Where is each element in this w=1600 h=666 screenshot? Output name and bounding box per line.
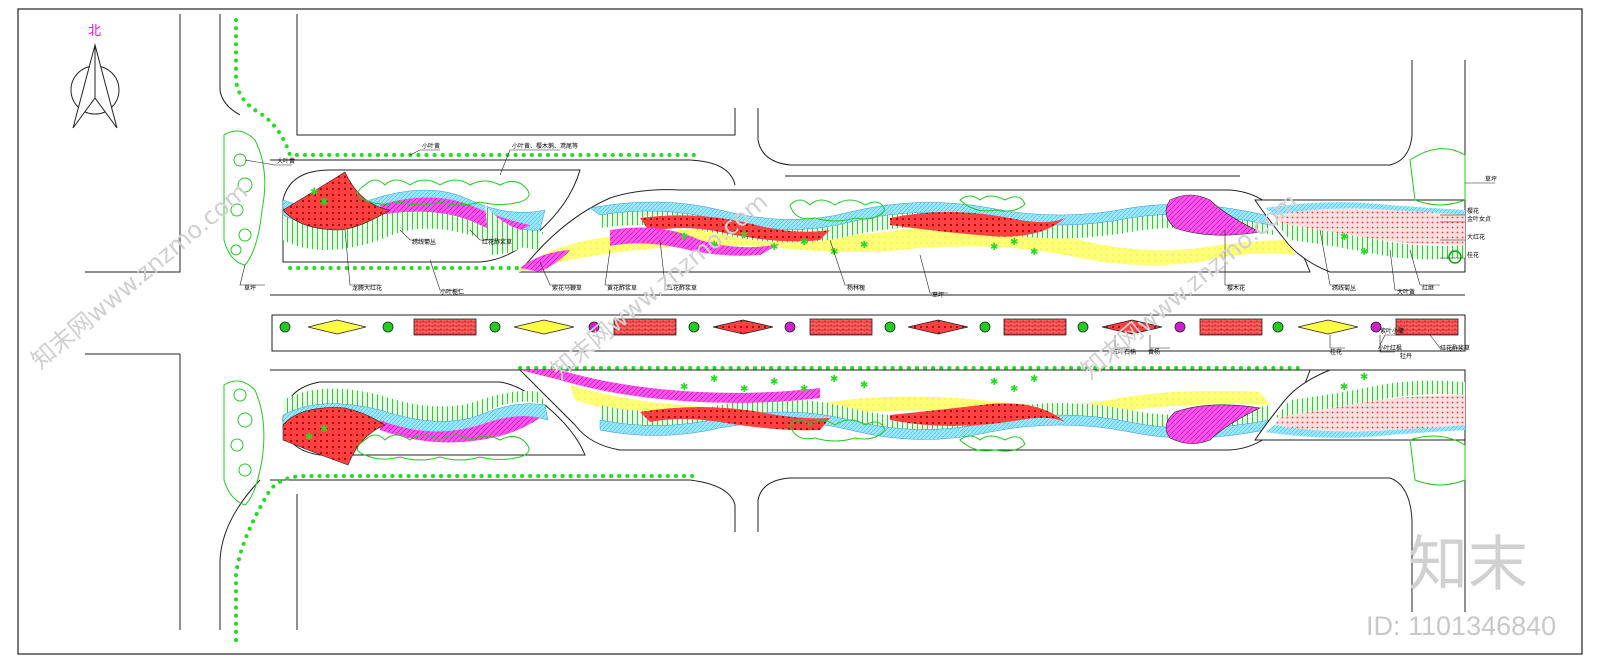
svg-text:✱: ✱: [1010, 384, 1018, 395]
watermark-brand: 知末: [1408, 530, 1528, 600]
svg-text:✱: ✱: [990, 242, 998, 253]
svg-text:✱: ✱: [1360, 372, 1368, 383]
drawing-frame: [17, 8, 1583, 655]
svg-text:✱: ✱: [1340, 232, 1348, 243]
label-xiaohuang: 小叶红枫: [1378, 344, 1402, 352]
label-lawn-center: 草坪: [932, 291, 944, 299]
svg-text:✱: ✱: [800, 237, 808, 248]
svg-text:✱: ✱: [1340, 382, 1348, 393]
road-lines: [85, 14, 1466, 630]
north-arrow-icon: 北: [70, 24, 120, 129]
label-red-daisy: 红花酢浆草: [482, 238, 512, 246]
label-longfeng: 龙腾大红花: [352, 284, 382, 292]
label-purple-grass: 紫花马鞭草: [552, 284, 582, 292]
label-yinghua: 樱花: [1467, 207, 1479, 215]
label-guangjia: 杨林槐: [847, 284, 865, 292]
label-xiaoye-low: 小叶栀仁: [440, 288, 464, 296]
plant-labels: 大叶黄 小叶黄 小叶黄、樱木鹅、鸢尾等 绣线菊丛 红花酢浆草 草坪 龙腾大红花 …: [244, 142, 1497, 360]
watermark-id: ID: 1101346840: [1366, 611, 1556, 641]
svg-text:✱: ✱: [1030, 374, 1038, 385]
svg-text:✱: ✱: [860, 240, 868, 251]
svg-text:✱: ✱: [680, 382, 688, 393]
planting-bed-lower-center: [518, 369, 1311, 451]
svg-text:✱: ✱: [710, 240, 718, 251]
svg-text:✱: ✱: [990, 377, 998, 388]
svg-text:✱: ✱: [770, 377, 778, 388]
planting-bed-upper-left: [282, 169, 581, 263]
label-dahongkui: 大红花: [1467, 233, 1485, 241]
svg-text:✱: ✱: [320, 424, 328, 435]
label-lawn-right: 草坪: [1485, 175, 1497, 183]
label-lawn-left: 草坪: [244, 284, 256, 292]
label-dayehuang-2: 大叶黄: [1397, 288, 1415, 296]
svg-text:✱: ✱: [740, 384, 748, 395]
label-xiuxian: 绣线菊丛: [412, 238, 436, 246]
label-huangyang: 黄杨: [1148, 348, 1160, 356]
svg-text:✱: ✱: [320, 197, 328, 208]
label-yingpu: 樱木花: [1227, 284, 1245, 292]
label-guihua2: 桂花: [1330, 348, 1342, 356]
watermark-site-1: 知末网www.znzmo.com: [26, 178, 253, 375]
svg-text:✱: ✱: [740, 230, 748, 241]
tree-cluster-icon: [223, 130, 1466, 506]
label-yellow-daisy: 黄花酢浆草: [607, 284, 637, 292]
shrub-cloud-group: [357, 179, 1026, 461]
north-label: 北: [88, 24, 101, 39]
svg-text:✱: ✱: [310, 187, 318, 198]
label-leaders: [239, 149, 1495, 353]
svg-text:✱: ✱: [1030, 247, 1038, 258]
planting-bed-lower-left: [282, 381, 586, 466]
label-xiaoye-combo: 小叶黄、樱木鹅、鸢尾等: [512, 142, 578, 150]
svg-text:✱: ✱: [860, 380, 868, 391]
label-red-daisy-2: 红花酢浆草: [667, 284, 697, 292]
svg-text:✱: ✱: [305, 432, 313, 443]
svg-text:✱: ✱: [680, 232, 688, 243]
label-hongjiguo: 红叶石楠: [1112, 348, 1136, 356]
svg-text:✱: ✱: [800, 384, 808, 395]
label-mudan: 牡丹: [1400, 352, 1412, 360]
svg-text:✱: ✱: [830, 374, 838, 385]
svg-text:✱: ✱: [770, 242, 778, 253]
label-zise: 紫叶小檗: [1380, 327, 1404, 335]
label-daye-huang: 大叶黄: [277, 157, 295, 165]
label-hongye: 红花酢浆草: [1440, 344, 1470, 352]
planting-bed-lower-right: [1254, 369, 1466, 441]
shrub-star-icon: ✱✱✱✱ ✱✱✱✱ ✱✱✱✱ ✱✱✱✱ ✱✱✱✱ ✱✱✱✱ ✱✱✱✱: [305, 187, 1368, 443]
label-hongji: 红继: [1422, 284, 1434, 292]
planting-bed-upper-center: [518, 189, 1311, 273]
label-xiaoye-huang: 小叶黄: [422, 142, 440, 150]
label-jinye: 金叶女贞: [1467, 215, 1491, 223]
label-xiuxian-2: 绣线菊丛: [1332, 284, 1356, 292]
svg-text:✱: ✱: [1010, 237, 1018, 248]
svg-text:✱: ✱: [1360, 247, 1368, 258]
median-decor: [279, 318, 1459, 336]
label-guihua: 桂花: [1467, 251, 1479, 259]
planting-bed-upper-right: [1254, 199, 1466, 273]
svg-text:✱: ✱: [710, 374, 718, 385]
